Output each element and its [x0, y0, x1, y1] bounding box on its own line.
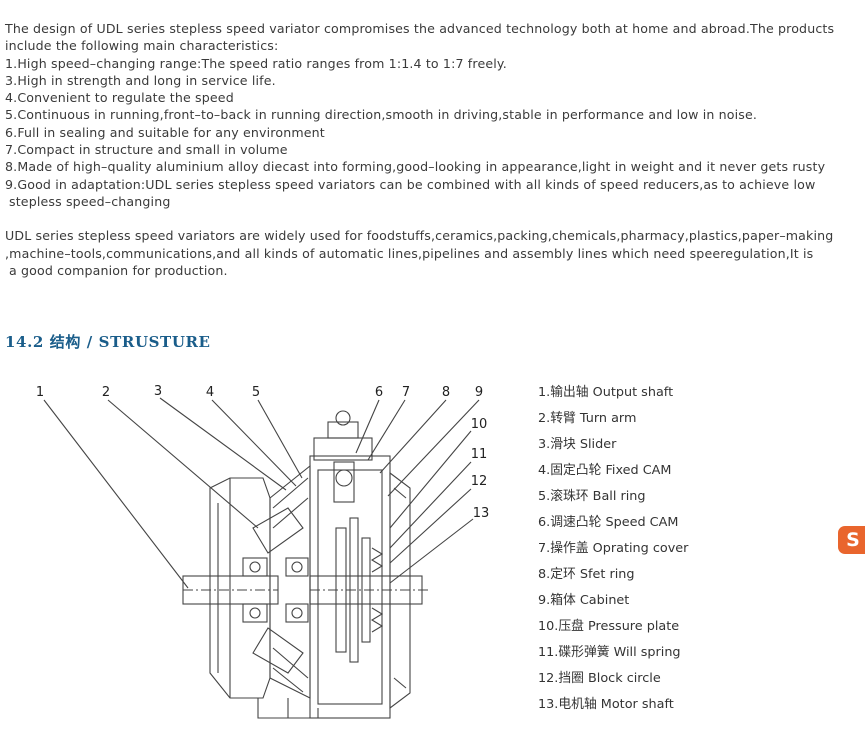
side-badge-icon[interactable]: S	[838, 526, 865, 554]
parts-list-item: 11.碟形弹簧 Will spring	[538, 645, 681, 660]
intro-line: 6.Full in sealing and suitable for any e…	[5, 124, 325, 140]
callout-label: 4	[206, 385, 214, 400]
intro-line: 1.High speed–changing range:The speed ra…	[5, 55, 507, 71]
callout-label: 5	[252, 385, 260, 400]
parts-list-item: 13.电机轴 Motor shaft	[538, 697, 674, 712]
callout-label: 1	[36, 385, 44, 400]
usage-line: UDL series stepless speed variators are …	[5, 228, 834, 244]
parts-list-item: 5.滚珠环 Ball ring	[538, 489, 646, 504]
callout-label: 13	[473, 506, 490, 521]
parts-list-item: 2.转臂 Turn arm	[538, 411, 637, 426]
intro-line: 5.Continuous in running,front–to–back in…	[5, 107, 758, 123]
intro-line: 8.Made of high–quality aluminium alloy d…	[5, 159, 826, 175]
parts-list-item: 3.滑块 Slider	[538, 437, 617, 452]
parts-list-item: 10.压盘 Pressure plate	[538, 619, 680, 634]
parts-list-item: 6.调速凸轮 Speed CAM	[538, 515, 679, 530]
callout-label: 11	[471, 447, 488, 462]
callout-label: 10	[471, 417, 488, 432]
callout-label: 12	[471, 474, 488, 489]
parts-list-item: 8.定环 Sfet ring	[538, 567, 635, 582]
intro-line: include the following main characteristi…	[5, 38, 279, 54]
intro-line: 4.Convenient to regulate the speed	[5, 90, 234, 106]
parts-list-item: 1.输出轴 Output shaft	[538, 385, 674, 400]
parts-list-item: 4.固定凸轮 Fixed CAM	[538, 463, 672, 478]
usage-line: ,machine–tools,communications,and all ki…	[5, 245, 814, 261]
intro-text: The design of UDL series stepless speed …	[5, 20, 860, 279]
callout-label: 2	[102, 385, 110, 400]
intro-line: stepless speed–changing	[9, 193, 171, 209]
callout-label: 6	[375, 385, 383, 400]
intro-line: The design of UDL series stepless speed …	[5, 21, 835, 36]
callout-label: 7	[402, 385, 410, 400]
parts-list-item: 7.操作盖 Oprating cover	[538, 541, 689, 556]
structure-drawing: 1 2 3 4 5 6 7 8 9 10 11 12 13	[36, 384, 490, 719]
parts-list: 1.输出轴 Output shaft 2.转臂 Turn arm 3.滑块 Sl…	[538, 385, 688, 723]
callout-label: 3	[154, 384, 162, 399]
parts-list-item: 9.箱体 Cabinet	[538, 593, 630, 608]
callout-label: 9	[475, 385, 483, 400]
callout-label: 8	[442, 385, 450, 400]
intro-line: 3.High in strength and long in service l…	[5, 72, 276, 88]
section-title: 14.2 结构 / STRUSTURE	[5, 333, 211, 351]
usage-line: a good companion for production.	[9, 262, 228, 278]
intro-line: 7.Compact in structure and small in volu…	[5, 142, 288, 158]
intro-line: 9.Good in adaptation:UDL series stepless…	[5, 176, 816, 192]
parts-list-item: 12.挡圈 Block circle	[538, 671, 661, 686]
